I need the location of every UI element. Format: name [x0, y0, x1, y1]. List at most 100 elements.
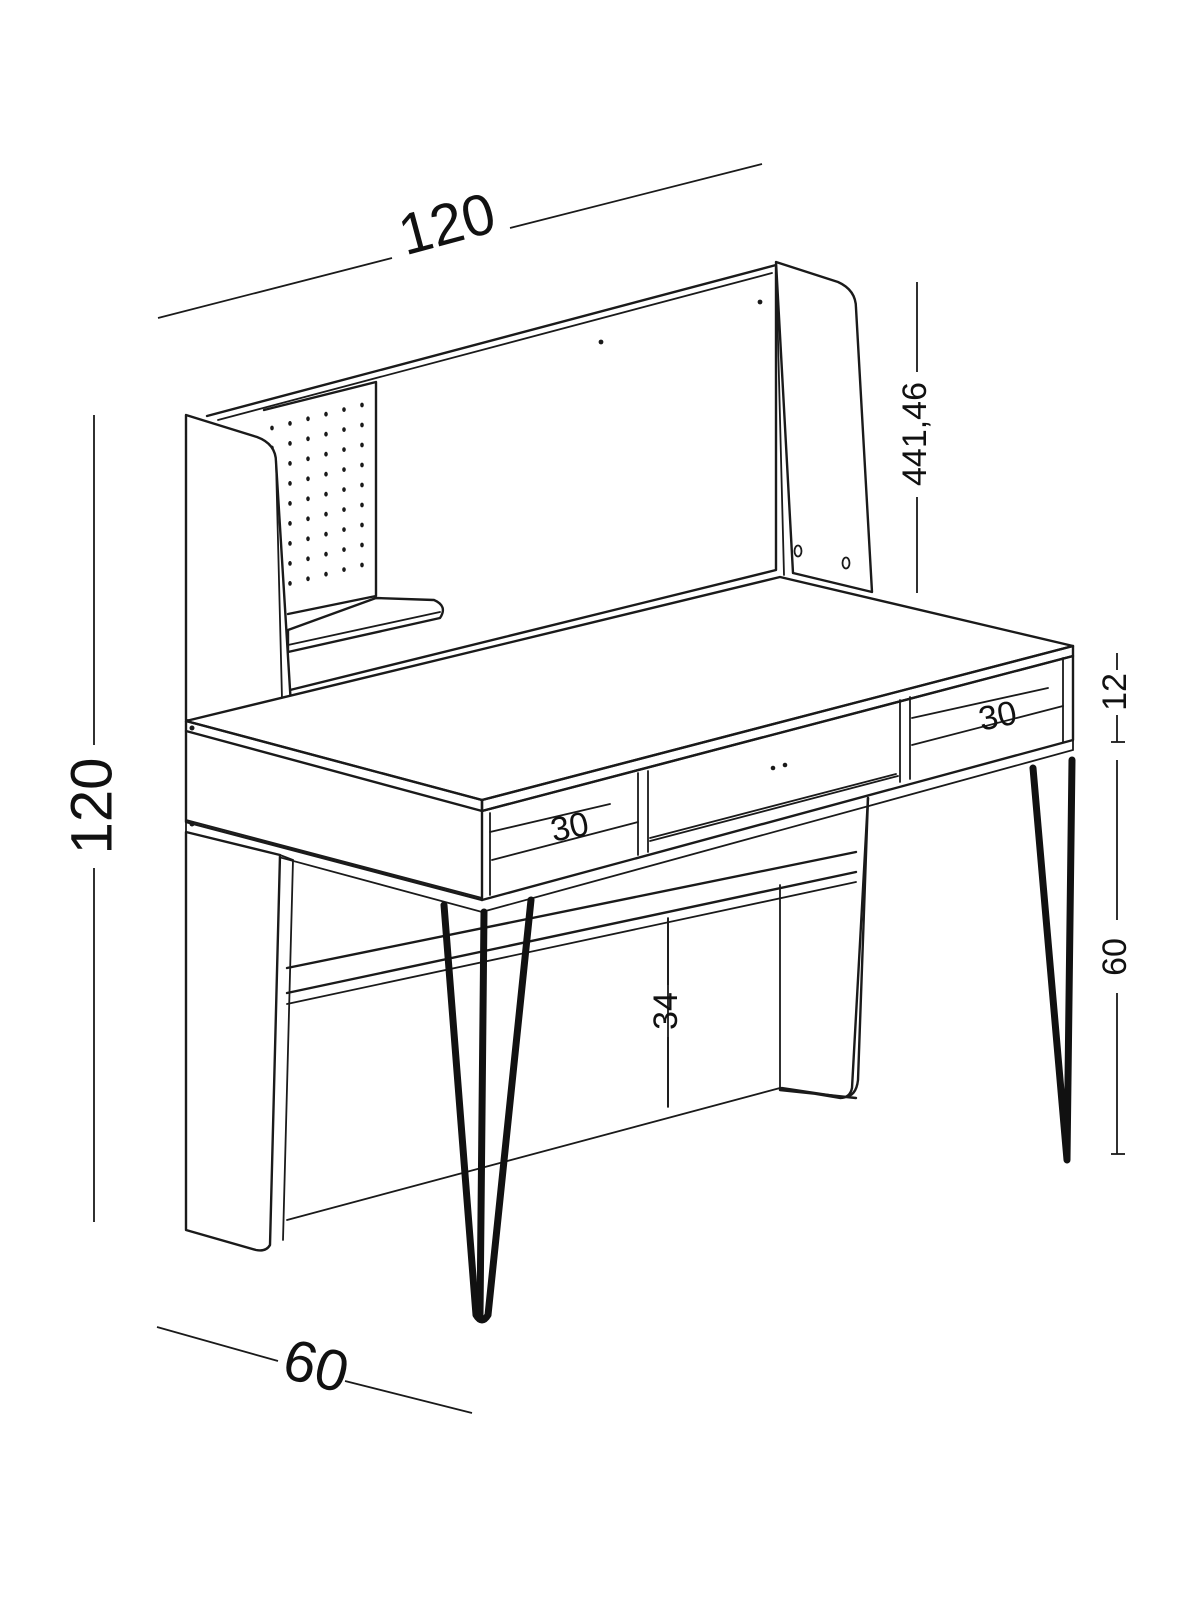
- lower-shelf-front-edge: [285, 870, 858, 995]
- left-side-panel: [184, 413, 295, 740]
- front-hairpin-leg-middle: [476, 908, 488, 1320]
- peg-hole: [324, 411, 328, 417]
- hutch-back-panel: [205, 263, 778, 692]
- peg-hole: [288, 541, 292, 546]
- peg-hole: [306, 476, 310, 482]
- hutch-height-label: 441,46: [896, 382, 934, 486]
- lower-structure: [184, 796, 870, 1252]
- right-side-inner-edge: [775, 261, 785, 576]
- peg-hole: [288, 461, 292, 466]
- peg-hole: [342, 567, 346, 572]
- peg-hole: [306, 456, 310, 462]
- peg-hole: [324, 471, 328, 477]
- peg-hole: [306, 556, 310, 562]
- desktop: [184, 575, 1075, 813]
- peg-hole: [360, 442, 364, 448]
- small-shelf-front-edge: [287, 611, 441, 646]
- hutch-left-side: [184, 413, 295, 740]
- knee-height-label: 34: [647, 992, 685, 1030]
- peg-hole: [306, 416, 310, 422]
- peg-hole: [360, 562, 364, 568]
- peg-hole: [288, 481, 292, 486]
- depth-dimension-line-left: [156, 1326, 279, 1362]
- drawer-height-label: 12: [1096, 673, 1134, 711]
- back-panel-outline: [205, 263, 778, 692]
- peg-hole: [324, 491, 328, 497]
- peg-hole: [360, 422, 364, 428]
- right-compartment-label: 30: [975, 694, 1020, 739]
- drawer-unit-bottom-line: [185, 819, 483, 899]
- drawer-unit-left-face: [184, 729, 484, 902]
- right-leg-panel: [778, 796, 870, 1100]
- peg-hole: [288, 561, 292, 566]
- peg-hole: [342, 547, 346, 552]
- peg-hole: [288, 581, 292, 586]
- hutch-right-side: [774, 260, 874, 594]
- drawer-handle-hole: [770, 765, 776, 771]
- peg-hole: [288, 421, 292, 426]
- back-panel-top-edge: [217, 272, 773, 421]
- width-dimension-line-right: [509, 163, 763, 229]
- front-hairpin-leg-outer: [440, 896, 535, 1324]
- peg-hole: [270, 425, 274, 431]
- right-side-panel: [774, 260, 874, 594]
- drawer-unit: [184, 654, 1075, 913]
- peg-hole: [288, 521, 292, 526]
- peg-hole: [288, 441, 292, 446]
- drawer-unit-front-face: [480, 654, 1075, 902]
- peg-hole: [288, 501, 292, 506]
- small-shelf: [286, 596, 445, 654]
- back-hairpin-leg: [1029, 756, 1076, 1164]
- hairpin-legs: [440, 756, 1076, 1324]
- small-shelf-board: [286, 596, 445, 654]
- drawer-handle-hole: [782, 762, 788, 768]
- back-panel-screw-hole: [598, 339, 604, 345]
- peg-hole: [342, 527, 346, 532]
- left-side-thickness: [275, 461, 284, 739]
- right-leg-panel-outline: [780, 796, 870, 1099]
- peg-hole: [306, 516, 310, 522]
- width-dimension-line-left: [157, 257, 393, 319]
- pegboard-holes: [270, 402, 364, 591]
- back-panel-screw-hole: [757, 299, 763, 305]
- peg-hole: [360, 542, 364, 548]
- peg-hole: [360, 482, 364, 488]
- right-compartment-shelf: [911, 705, 1064, 746]
- peg-hole: [360, 402, 364, 408]
- peg-hole: [306, 436, 310, 442]
- peg-hole: [306, 536, 310, 542]
- floor-back-line: [286, 1087, 781, 1221]
- peg-hole: [342, 467, 346, 472]
- peg-hole: [342, 487, 346, 492]
- height-label: 120: [59, 758, 124, 855]
- left-leg-panel: [184, 830, 282, 1252]
- depth-label: 60: [276, 1326, 355, 1405]
- peg-hole: [324, 571, 328, 577]
- right-side-hole: [841, 556, 851, 570]
- lower-shelf-back-edge: [285, 850, 858, 970]
- left-leg-panel-thickness: [279, 854, 294, 1241]
- left-compartment-back: [489, 803, 611, 833]
- depth-dimension-line-right: [344, 1380, 473, 1414]
- desktop-corner-mark: [189, 725, 195, 731]
- peg-hole: [342, 407, 346, 412]
- left-compartment-label: 30: [547, 805, 592, 850]
- peg-hole: [306, 576, 310, 582]
- peg-hole: [360, 462, 364, 468]
- peg-hole: [324, 511, 328, 517]
- drawer-corner-mark: [189, 821, 195, 827]
- peg-hole: [360, 502, 364, 508]
- peg-hole: [324, 451, 328, 457]
- peg-hole: [342, 427, 346, 432]
- drawer-bottom-edge: [649, 775, 899, 842]
- dimension-lines: [93, 163, 1125, 1414]
- right-compartment-back: [911, 687, 1049, 719]
- peg-hole: [342, 507, 346, 512]
- peg-hole: [324, 431, 328, 437]
- lower-shelf-bottom-edge: [286, 881, 857, 1005]
- right-side-hole: [793, 544, 803, 558]
- pegboard: [262, 380, 378, 616]
- drawer-bottom-edge-inner: [649, 773, 897, 839]
- width-label: 120: [392, 180, 502, 268]
